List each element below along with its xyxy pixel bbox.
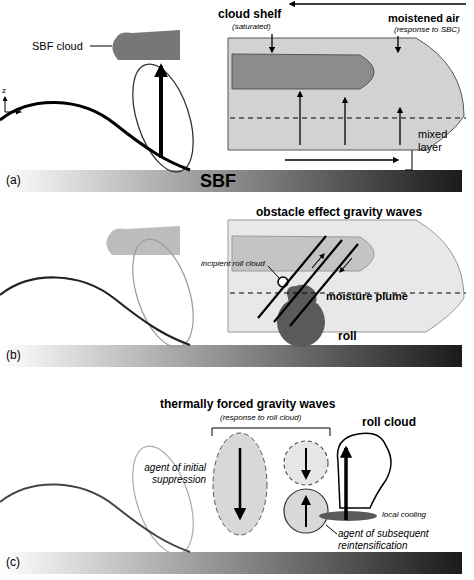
panel-label: (a): [6, 174, 21, 188]
lift-arrow: [344, 98, 345, 145]
moisture-plume-outline: [284, 284, 318, 310]
roll-cloud-outline: [330, 432, 396, 508]
flow-arrow: [290, 3, 466, 4]
node-text: cloud shelf: [218, 8, 281, 22]
mixed-layer-top: [230, 292, 466, 293]
node-text: moistened air: [388, 12, 460, 25]
node-text: agent of initial suppression: [112, 462, 206, 485]
circulation-ellipse: [121, 439, 205, 562]
gradient-band: [0, 170, 462, 192]
roll-cloud-shape: [337, 433, 391, 508]
wave-line: [258, 236, 326, 318]
leader-line: [326, 525, 337, 534]
layer-label: mixed layer: [418, 128, 462, 153]
front-line: [0, 277, 190, 345]
circulation-ellipse: [121, 232, 205, 355]
wave-cell: [284, 441, 328, 485]
sbf-cloud-outline: [110, 32, 180, 60]
panel-label: (b): [6, 349, 21, 363]
lift-arrow: [399, 108, 400, 145]
cloud-shelf: cloud shelf(saturated): [232, 54, 388, 90]
reintensification-cell-outline: [283, 488, 329, 534]
axis-label: z: [2, 86, 6, 95]
roll-cloud: roll cloud: [330, 432, 396, 508]
sink-arrow: [305, 448, 307, 478]
wave-arrow: [340, 258, 352, 272]
node-text: SBF cloud: [32, 40, 83, 53]
updraft-arrow: [159, 66, 163, 158]
sbf-cloud: SBF cloud: [110, 32, 180, 60]
wave-arrow: [312, 254, 324, 268]
axis-label: x: [18, 106, 22, 115]
axis-arrow: [5, 112, 20, 113]
panel-label: (c): [6, 556, 20, 570]
pointer-arrow: [271, 34, 272, 52]
node-text: incipient roll cloud: [201, 259, 265, 268]
mixed-layer-top: [230, 117, 466, 118]
process-title: thermally forced gravity waves: [160, 398, 335, 412]
incipient-cloud-outline: [277, 276, 289, 288]
leader-line: [90, 46, 112, 47]
wave-line: [290, 244, 358, 326]
node-text: (response to SBC): [394, 25, 460, 34]
node-text: local cooling: [382, 510, 426, 519]
cooling-patch-outline: [318, 510, 378, 522]
incipient-cloud: incipient roll cloud: [277, 276, 289, 288]
suppression-cell: agent of initial suppression: [212, 432, 268, 536]
gradient-band: [0, 345, 462, 367]
sbf-cloud-shape: [112, 30, 180, 60]
incipient-cloud-shape: [278, 277, 288, 287]
pointer-arrow: [397, 36, 398, 52]
cooling-patch: local cooling: [318, 510, 378, 522]
node-text: (saturated): [232, 22, 271, 31]
lift-arrow: [305, 497, 307, 527]
cooling-patch-shape: [319, 511, 377, 521]
moisture-plume-shape: [287, 285, 317, 310]
cloud-shelf-shape: [232, 54, 374, 89]
reintensification-cell-shape: [284, 489, 328, 533]
cloud-shelf-outline: [232, 54, 388, 90]
bracket: [212, 428, 330, 436]
sink-arrow: [239, 448, 242, 518]
roll-vortex-shape: [277, 297, 325, 347]
moisture-plume: moisture plume: [284, 284, 318, 310]
process-note: (response to roll cloud): [220, 413, 301, 422]
node-text: moisture plume: [326, 290, 408, 303]
node-text: agent of subsequent reintensification: [338, 528, 448, 551]
lift-arrow: [299, 92, 300, 145]
front-line: [0, 484, 190, 552]
suppression-cell-shape: [213, 433, 267, 535]
gradient-band: [0, 552, 462, 574]
leader-line: [268, 266, 279, 278]
axis-arrow: [5, 97, 6, 112]
flow-arrow: [285, 159, 398, 160]
updraft-arrow: [344, 448, 348, 520]
wave-line: [274, 240, 342, 322]
moist-layer-faded: [228, 220, 464, 332]
suppression-cell-outline: [212, 432, 268, 536]
reintensification-cell: agent of subsequent reintensification: [283, 488, 329, 534]
node-text: roll: [338, 330, 357, 344]
process-title: obstacle effect gravity waves: [256, 206, 422, 220]
circulation-ellipse: [121, 57, 205, 180]
band-label: SBF: [200, 171, 236, 192]
node-text: roll cloud: [362, 416, 416, 430]
